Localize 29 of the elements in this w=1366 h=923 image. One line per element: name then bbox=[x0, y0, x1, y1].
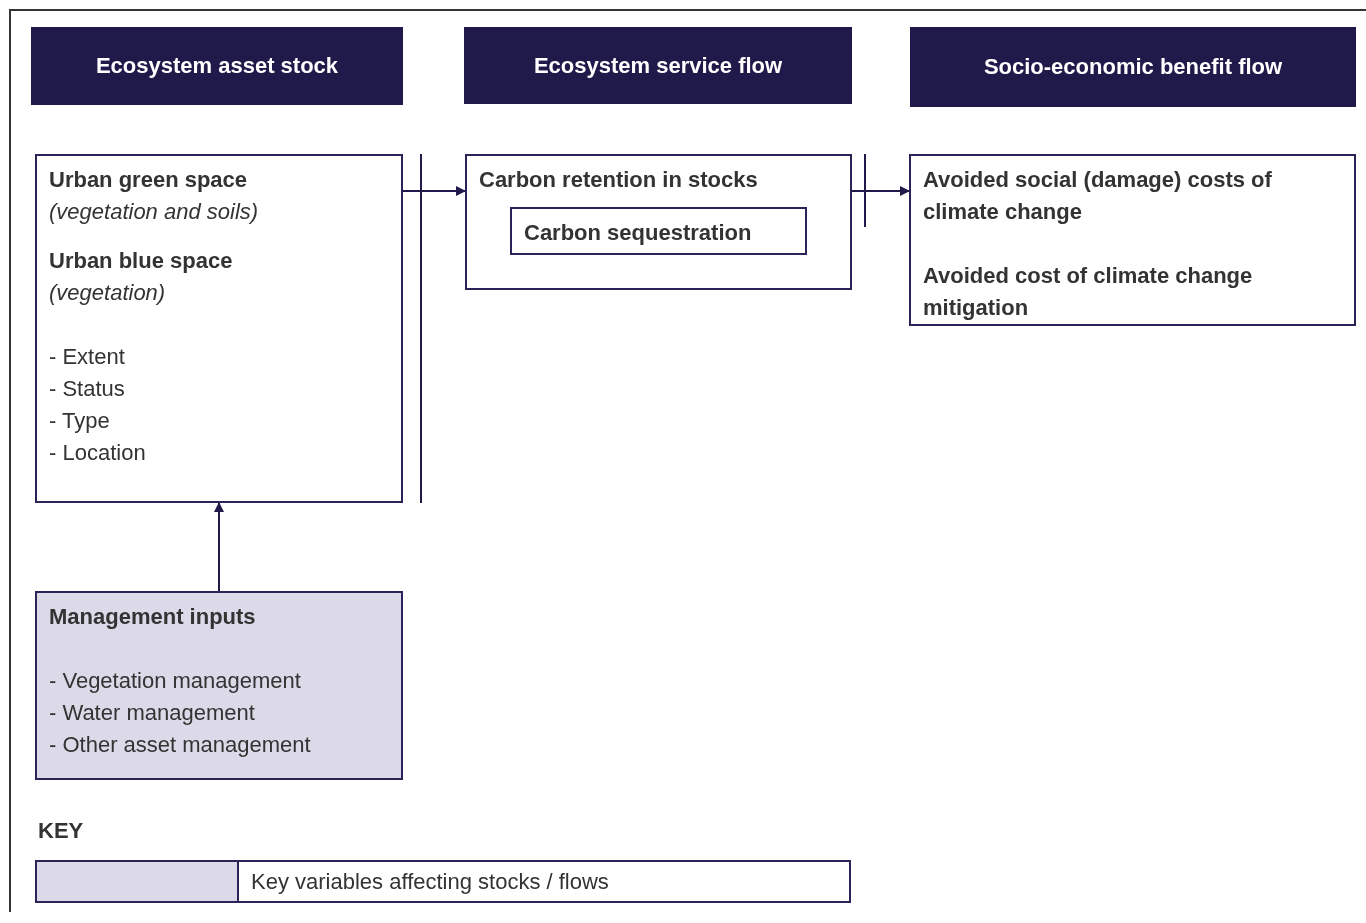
management-box bbox=[35, 591, 403, 780]
subheading-text: (vegetation) bbox=[49, 279, 167, 307]
asset-box bbox=[35, 154, 403, 503]
benefit-box bbox=[909, 154, 1356, 326]
heading-text: Avoided social (damage) costs of climate change bbox=[923, 166, 1273, 226]
heading-text: Urban blue space bbox=[49, 247, 234, 275]
service-box bbox=[465, 154, 852, 290]
key-heading: KEY bbox=[38, 818, 84, 844]
list-item: - Other asset management bbox=[49, 731, 312, 759]
list-item: - Status bbox=[49, 375, 126, 403]
service-box bbox=[510, 207, 807, 255]
list-item: - Extent bbox=[49, 343, 126, 371]
arrow bbox=[214, 502, 224, 592]
heading-text: Urban green space bbox=[49, 166, 249, 194]
legend-text: Key variables affecting stocks / flows bbox=[251, 868, 609, 895]
list-item: - Vegetation management bbox=[49, 667, 302, 695]
list-item: - Water management bbox=[49, 699, 256, 727]
subheading-text: (vegetation and soils) bbox=[49, 198, 260, 226]
heading-text: Management inputs bbox=[49, 603, 257, 631]
list-item: - Location bbox=[49, 439, 147, 467]
heading-text: Carbon sequestration bbox=[524, 219, 753, 247]
arrow bbox=[402, 186, 466, 196]
arrow bbox=[851, 186, 910, 196]
header-box: Socio-economic benefit flow bbox=[910, 27, 1356, 107]
heading-text: Avoided cost of climate change mitigation bbox=[923, 262, 1254, 322]
header-box: Ecosystem asset stock bbox=[31, 27, 403, 105]
heading-text: Carbon retention in stocks bbox=[479, 166, 759, 194]
list-item: - Type bbox=[49, 407, 111, 435]
header-box: Ecosystem service flow bbox=[464, 27, 852, 104]
